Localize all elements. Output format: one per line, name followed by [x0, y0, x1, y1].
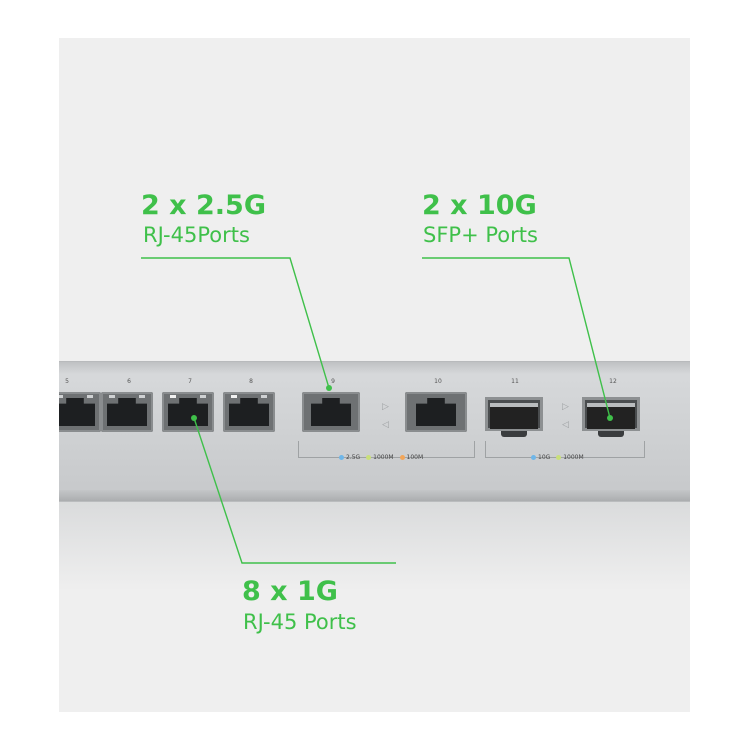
rj45-port-8 [223, 392, 275, 432]
sfp-port-11 [485, 397, 543, 437]
rj45-port-10 [405, 392, 467, 432]
legend-rj-b: 1000M [373, 454, 394, 461]
callout-dot-10g [607, 415, 613, 421]
port-label-5: 5 [65, 378, 69, 385]
callout-subtitle-10g: SFP+ Ports [423, 223, 538, 247]
switch-bottom-edge [59, 490, 690, 502]
product-image-panel: 5 6 7 8 9 10 11 12 ▷ ◁ 2.5G 1000M 100M ▷… [59, 38, 690, 712]
callout-subtitle-2-5g: RJ-45Ports [143, 223, 250, 247]
port-label-8: 8 [249, 378, 253, 385]
led-green-icon [556, 455, 562, 460]
port-label-9: 9 [331, 378, 335, 385]
port-label-7: 7 [188, 378, 192, 385]
callout-lines [141, 257, 613, 564]
legend-bracket-rj [298, 441, 475, 458]
legend-sfp: 10G 1000M [527, 454, 584, 461]
callout-title-2-5g: 2 x 2.5G [141, 190, 266, 221]
callout-dot-2-5g [326, 385, 332, 391]
switch-reflection [59, 501, 690, 591]
rj45-port-7 [162, 392, 214, 432]
callout-line-2-5g [141, 257, 330, 389]
rj45-port-9 [302, 392, 360, 432]
port-label-6: 6 [127, 378, 131, 385]
callout-subtitle-1g: RJ-45 Ports [243, 610, 357, 634]
legend-bracket-sfp [485, 441, 645, 458]
legend-rj-a: 2.5G [346, 454, 361, 461]
port-label-10: 10 [434, 378, 442, 385]
legend-rj-c: 100M [406, 454, 424, 461]
arrow-left-icon: ◁ [562, 420, 569, 430]
callout-dot-1g [191, 415, 197, 421]
legend-rj: 2.5G 1000M 100M [335, 454, 423, 461]
led-orange-icon [399, 455, 405, 460]
rj45-port-6 [101, 392, 153, 432]
rj45-port-5 [59, 392, 101, 432]
arrow-left-icon: ◁ [382, 420, 389, 430]
callout-line-10g [422, 257, 611, 419]
switch-top-edge [59, 362, 690, 374]
legend-sfp-b: 1000M [563, 454, 584, 461]
led-blue-icon [339, 455, 344, 460]
callout-title-10g: 2 x 10G [422, 190, 537, 221]
callout-line-1g [193, 417, 396, 564]
port-label-11: 11 [511, 378, 519, 385]
arrow-right-icon: ▷ [562, 402, 569, 412]
legend-sfp-a: 10G [538, 454, 551, 461]
port-label-12: 12 [609, 378, 617, 385]
arrow-right-icon: ▷ [382, 402, 389, 412]
led-green-icon [366, 455, 372, 460]
led-blue-icon [531, 455, 536, 460]
network-switch-front: 5 6 7 8 9 10 11 12 ▷ ◁ 2.5G 1000M 100M ▷… [59, 361, 690, 502]
callout-title-1g: 8 x 1G [242, 576, 338, 607]
